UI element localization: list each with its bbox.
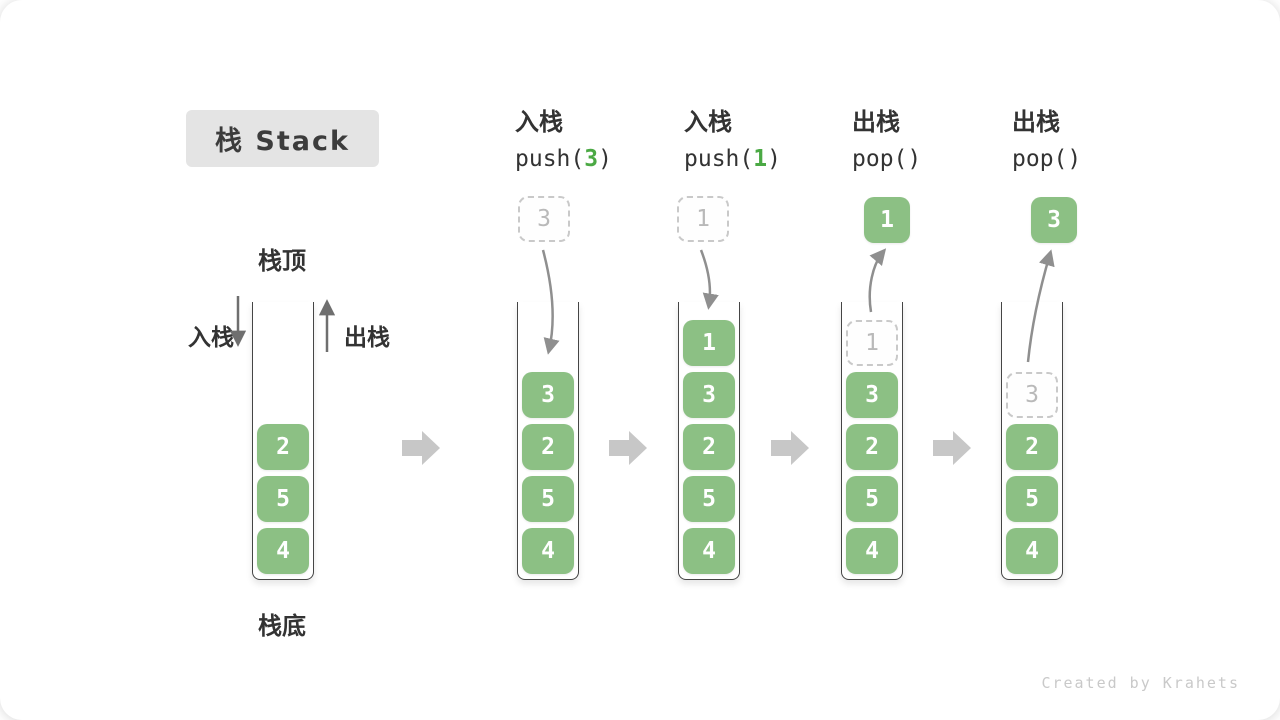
pushed-element-ghost: 3 bbox=[518, 196, 570, 242]
popped-element-box: 1 bbox=[864, 197, 910, 243]
code-pre: pop( bbox=[1012, 146, 1068, 172]
code-post: ) bbox=[598, 146, 612, 172]
operation-code: push(1) bbox=[684, 146, 781, 172]
code-post: ) bbox=[907, 146, 922, 172]
operation-label: 出栈 bbox=[852, 108, 900, 136]
push-1-arrow-icon bbox=[699, 249, 719, 310]
removed-cell-ghost: 1 bbox=[846, 320, 898, 366]
column-header-pop-1: 出栈 pop() bbox=[852, 102, 921, 172]
code-pre: push( bbox=[515, 146, 585, 172]
title-text: 栈 Stack bbox=[215, 126, 350, 157]
stack-cell: 2 bbox=[683, 424, 735, 470]
stack-cell: 5 bbox=[257, 476, 309, 522]
transition-arrow-icon bbox=[771, 431, 809, 465]
stack-cell: 2 bbox=[846, 424, 898, 470]
pushed-element-ghost: 1 bbox=[677, 196, 729, 242]
operation-label: 入栈 bbox=[515, 108, 563, 136]
stack-cell: 3 bbox=[683, 372, 735, 418]
stack-cell: 1 bbox=[683, 320, 735, 366]
code-arg: 3 bbox=[584, 146, 599, 172]
code-pre: pop( bbox=[852, 146, 908, 172]
stack-cell: 2 bbox=[257, 424, 309, 470]
column-header-push-3: 入栈 push(3) bbox=[515, 102, 612, 172]
push-direction-label: 入栈 bbox=[188, 325, 234, 351]
transition-arrow-icon bbox=[609, 431, 647, 465]
code-post: ) bbox=[767, 146, 781, 172]
pop-direction-label: 出栈 bbox=[344, 325, 390, 351]
operation-label: 入栈 bbox=[684, 108, 732, 136]
popped-element-box: 3 bbox=[1031, 197, 1077, 243]
operation-code: pop() bbox=[1012, 146, 1081, 172]
stack-top-label: 栈顶 bbox=[258, 247, 306, 275]
stack-cell: 4 bbox=[846, 528, 898, 574]
operation-code: push(3) bbox=[515, 146, 612, 172]
stack-cell: 4 bbox=[683, 528, 735, 574]
code-post: ) bbox=[1067, 146, 1082, 172]
stack-cell: 3 bbox=[522, 372, 574, 418]
transition-arrow-icon bbox=[402, 431, 440, 465]
stack-cell: 4 bbox=[1006, 528, 1058, 574]
column-header-push-1: 入栈 push(1) bbox=[684, 102, 781, 172]
column-header-pop-3: 出栈 pop() bbox=[1012, 102, 1081, 172]
operation-label: 出栈 bbox=[1012, 108, 1060, 136]
stack-cell: 5 bbox=[522, 476, 574, 522]
stack-cell: 5 bbox=[1006, 476, 1058, 522]
title-badge: 栈 Stack bbox=[186, 110, 379, 167]
removed-cell-ghost: 3 bbox=[1006, 372, 1058, 418]
stack-cell: 3 bbox=[846, 372, 898, 418]
code-arg: 1 bbox=[753, 146, 768, 172]
stack-cell: 4 bbox=[522, 528, 574, 574]
stack-cell: 5 bbox=[846, 476, 898, 522]
stack-cell: 2 bbox=[1006, 424, 1058, 470]
code-pre: push( bbox=[684, 146, 754, 172]
stack-cell: 5 bbox=[683, 476, 735, 522]
stack-bottom-label: 栈底 bbox=[258, 612, 306, 640]
stack-cell: 4 bbox=[257, 528, 309, 574]
credit-text: Created by Krahets bbox=[1041, 674, 1240, 692]
transition-arrow-icon bbox=[933, 431, 971, 465]
stack-cell: 2 bbox=[522, 424, 574, 470]
operation-code: pop() bbox=[852, 146, 921, 172]
